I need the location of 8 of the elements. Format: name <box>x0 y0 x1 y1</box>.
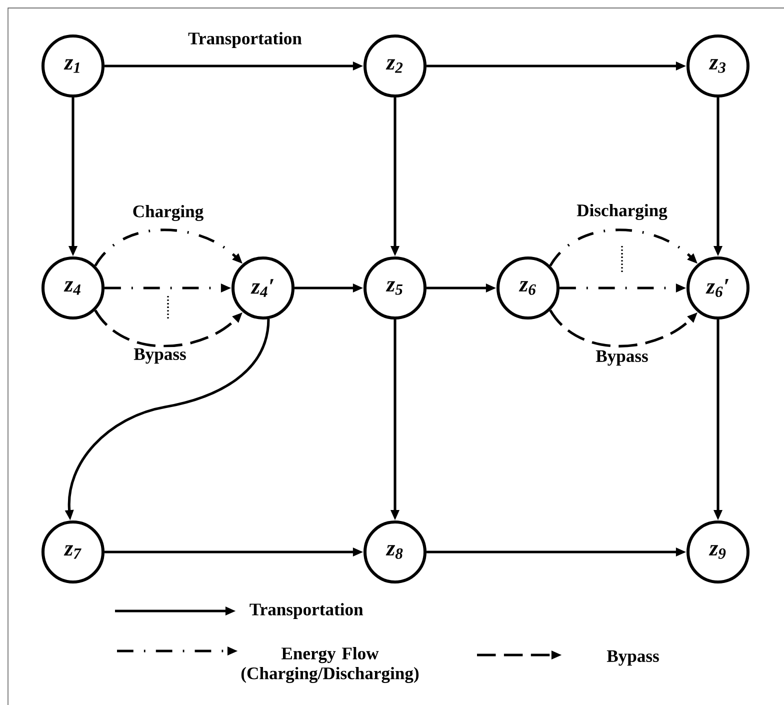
edge-label: Transportation <box>186 30 304 50</box>
edge-label: Bypass <box>594 349 650 367</box>
legend-text: Energy Flow (Charging/Discharging) <box>241 647 419 683</box>
legend-text: Transportation <box>250 603 364 619</box>
legend-text: Bypass <box>606 650 659 666</box>
edge-label: Charging <box>131 204 205 222</box>
edge-label: Discharging <box>575 202 669 222</box>
edge-label: Bypass <box>132 347 188 365</box>
